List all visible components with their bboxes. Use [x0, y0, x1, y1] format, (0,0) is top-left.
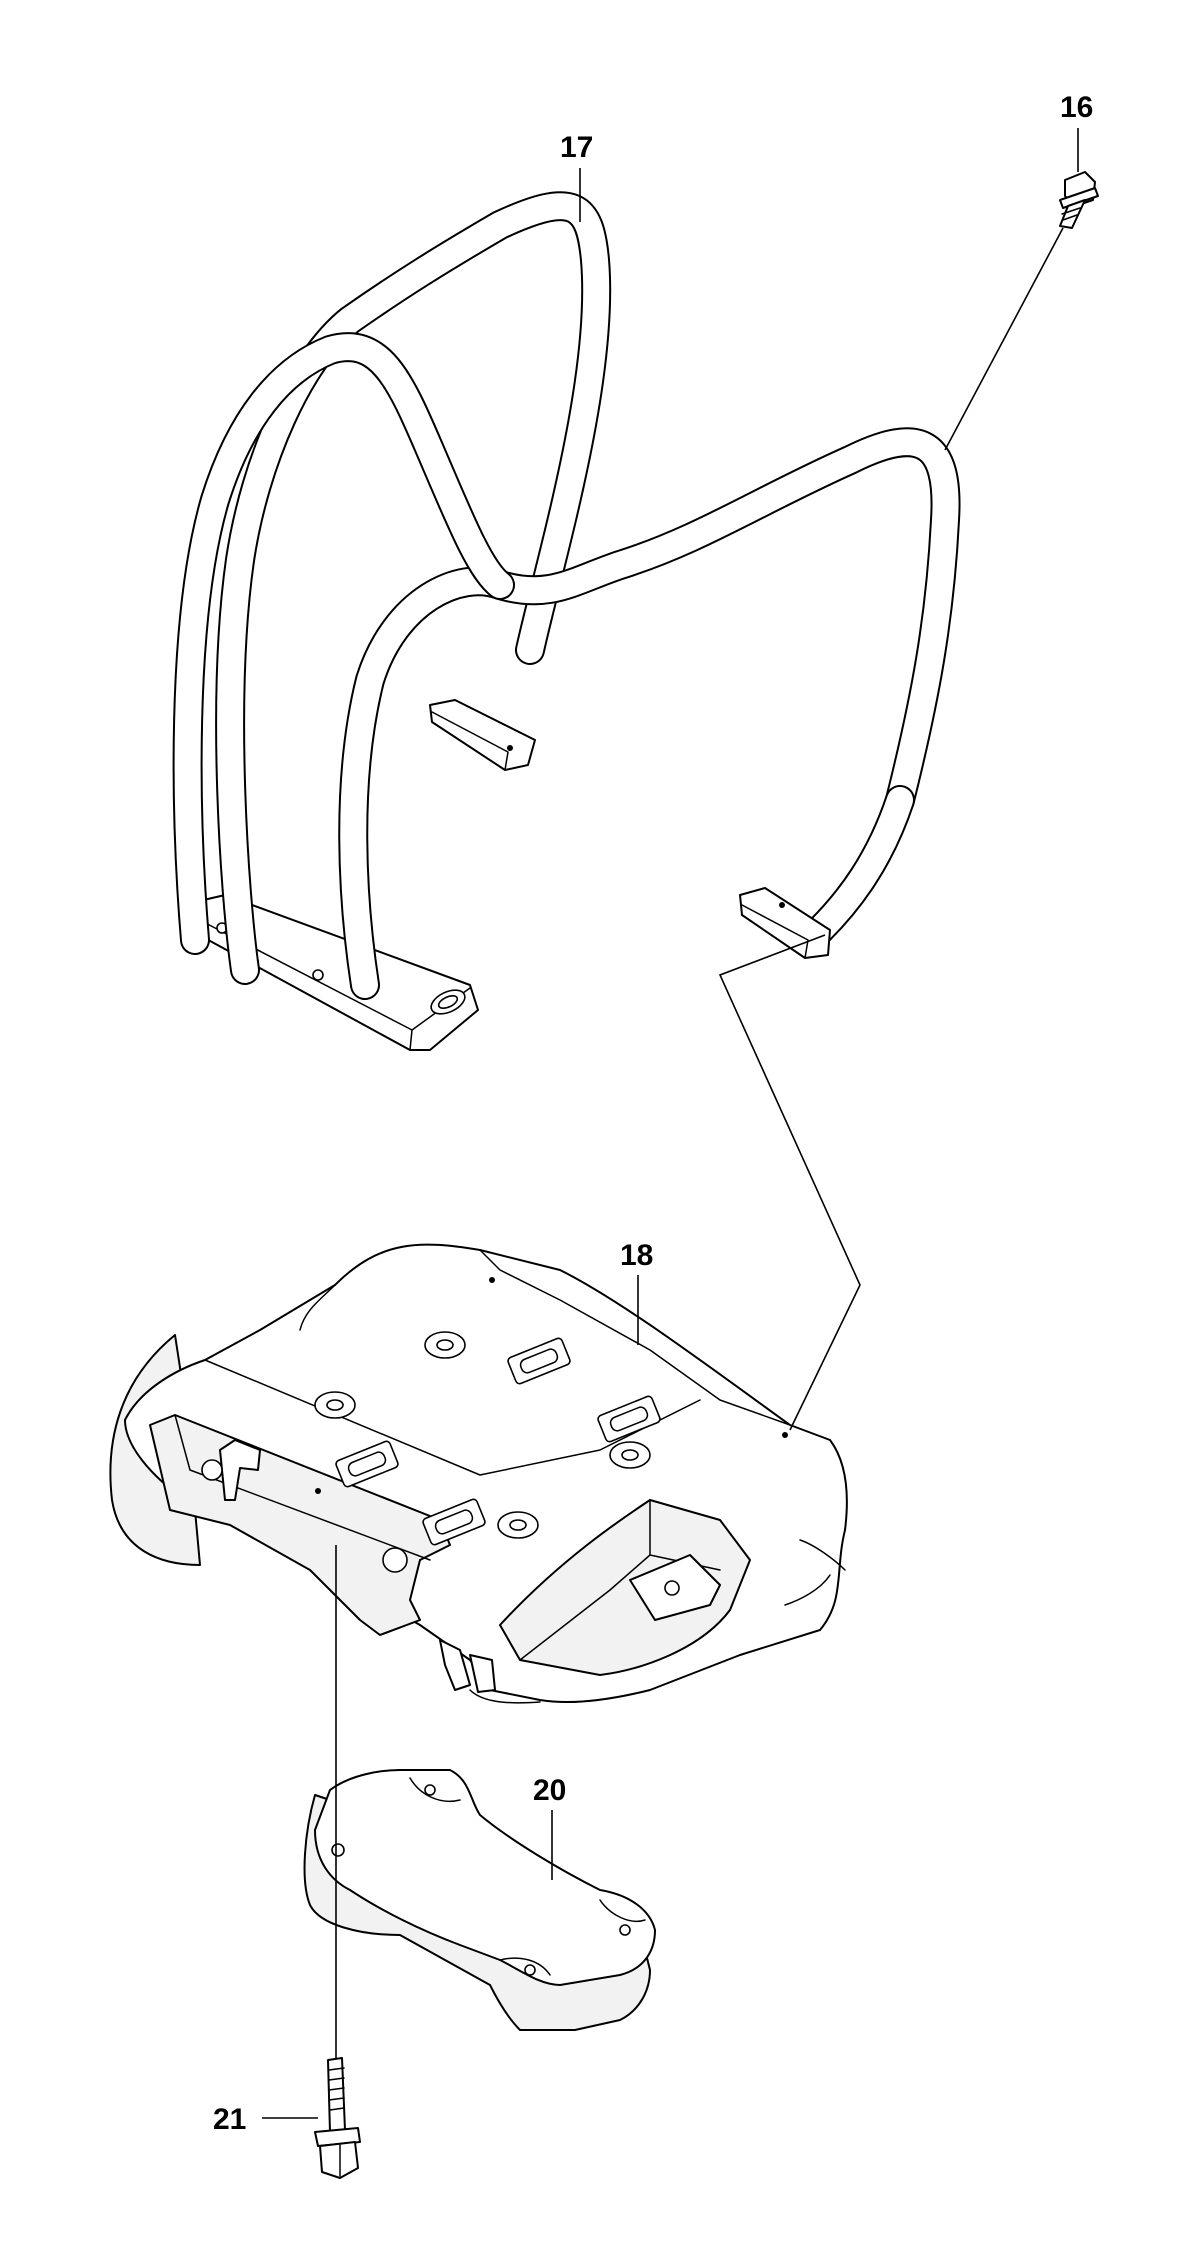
bracket-part-20 [303, 1769, 656, 2031]
callout-17: 17 [560, 131, 593, 164]
tray-bosses [314, 1331, 651, 1539]
callout-18: 18 [620, 1239, 653, 1272]
guard-foot-right [739, 887, 831, 959]
bolt-part-16 [1059, 171, 1099, 229]
bolt-part-21 [314, 2057, 361, 2179]
callout-21: 21 [213, 2103, 246, 2136]
base-tray-part-18 [109, 1243, 848, 1704]
callout-labels: 16 17 18 20 21 [213, 91, 1093, 2136]
callout-20: 20 [533, 1774, 566, 1807]
leader-lines [262, 128, 1079, 2119]
guard-base-plate [181, 894, 479, 1051]
guard-frame-part-17 [172, 191, 961, 1051]
bracket-top [314, 1769, 656, 1986]
guard-foot-left [429, 699, 536, 771]
callout-16: 16 [1060, 91, 1093, 124]
tray-slots [335, 1337, 661, 1546]
tray-bracket [219, 1439, 261, 1501]
